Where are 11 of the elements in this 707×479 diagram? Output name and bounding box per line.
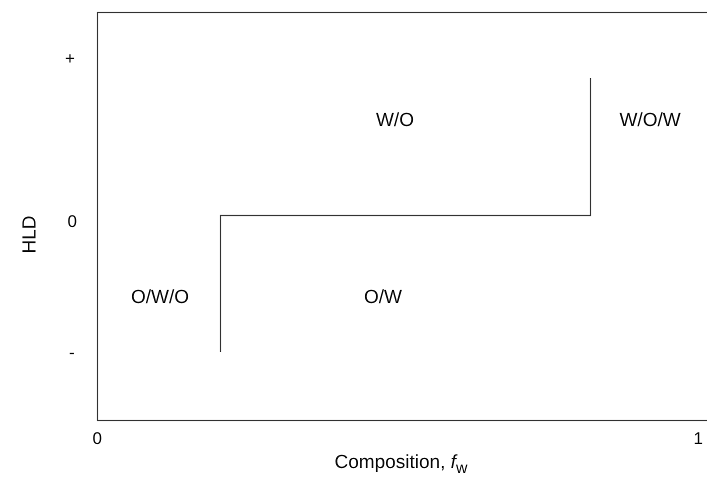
region-label: W/O/W (620, 110, 681, 130)
tick-label: 0 (92, 430, 102, 446)
region-label: W/O (376, 110, 414, 130)
region-label: O/W (364, 288, 402, 306)
region-label: O/W/O (131, 288, 190, 306)
tick-label: - (69, 344, 75, 360)
tick-label: 1 (694, 430, 703, 446)
axis-title: Composition, f$_{w}$ (334, 453, 468, 477)
tick-label: + (65, 50, 75, 66)
axis-title: HLD (20, 215, 40, 253)
tick-label: 0 (68, 212, 77, 230)
